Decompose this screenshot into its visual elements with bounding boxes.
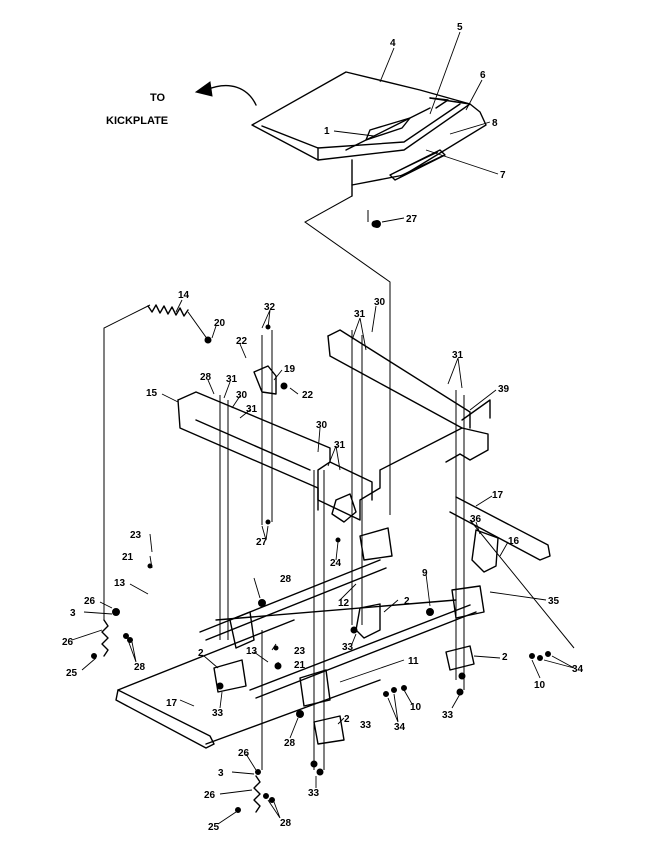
callout-36: 36 xyxy=(470,514,482,525)
callout-26-b: 26 xyxy=(62,637,74,648)
brackets xyxy=(214,528,498,744)
callout-31-e: 31 xyxy=(334,440,346,451)
callout-22-a: 22 xyxy=(236,336,248,347)
middle-frame xyxy=(178,330,490,522)
callout-3-b: 3 xyxy=(218,768,224,779)
callout-15: 15 xyxy=(146,388,158,399)
kickplate-arrow xyxy=(196,82,256,105)
callout-2-c: 2 xyxy=(502,652,508,663)
callout-3-a: 3 xyxy=(70,608,76,619)
callout-5: 5 xyxy=(457,22,463,33)
callout-13-b: 13 xyxy=(246,646,258,657)
callout-10-b: 10 xyxy=(410,702,422,713)
callout-9: 9 xyxy=(422,568,428,579)
callout-31-d: 31 xyxy=(246,404,258,415)
note-kickplate-label: KICKPLATE xyxy=(106,115,168,127)
callout-19: 19 xyxy=(284,364,296,375)
callout-24: 24 xyxy=(330,558,342,569)
shafts xyxy=(200,560,476,698)
note-to-label: TO xyxy=(150,92,166,104)
callout-12: 12 xyxy=(338,598,350,609)
callout-16: 16 xyxy=(508,536,520,547)
callout-28-a: 28 xyxy=(200,372,212,383)
callout-32: 32 xyxy=(264,302,276,313)
callout-27-top: 27 xyxy=(406,214,418,225)
callout-26-c: 26 xyxy=(238,748,250,759)
callout-7: 7 xyxy=(500,170,506,181)
callout-25-b: 25 xyxy=(208,822,220,833)
callout-33-c: 33 xyxy=(442,710,454,721)
callout-28-d: 28 xyxy=(284,738,296,749)
callout-31-a: 31 xyxy=(354,309,366,320)
callout-21-b: 21 xyxy=(294,660,306,671)
callout-13-a: 13 xyxy=(114,578,126,589)
callout-2-a: 2 xyxy=(404,596,410,607)
callout-28-b: 28 xyxy=(280,574,292,585)
callout-10-a: 10 xyxy=(534,680,546,691)
callout-33-b: 33 xyxy=(212,708,224,719)
washer-20 xyxy=(205,337,211,343)
callout-35: 35 xyxy=(548,596,560,607)
callout-20: 20 xyxy=(214,318,226,329)
callout-17-b: 17 xyxy=(166,698,178,709)
connector-lines xyxy=(104,196,574,770)
callout-21-a: 21 xyxy=(122,552,134,563)
callout-28-e: 28 xyxy=(280,818,292,829)
callout-34-b: 34 xyxy=(394,722,406,733)
callout-31-b: 31 xyxy=(452,350,464,361)
callout-1: 1 xyxy=(324,126,330,137)
callout-23-a: 23 xyxy=(130,530,142,541)
callout-11: 11 xyxy=(408,656,419,667)
callout-26-a: 26 xyxy=(84,596,96,607)
callout-33-e: 33 xyxy=(360,720,372,731)
callout-14: 14 xyxy=(178,290,190,301)
callout-25-a: 25 xyxy=(66,668,78,679)
callout-2-b: 2 xyxy=(198,648,204,659)
lower-frame-17 xyxy=(116,497,550,748)
springs-26 xyxy=(102,620,260,812)
spring-14 xyxy=(148,305,208,340)
callout-22-b: 22 xyxy=(302,390,314,401)
callout-4: 4 xyxy=(390,38,396,49)
callout-31-c: 31 xyxy=(226,374,238,385)
callout-30-b: 30 xyxy=(236,390,248,401)
callout-6: 6 xyxy=(480,70,486,81)
callout-30-a: 30 xyxy=(374,297,386,308)
callout-27-mid: 27 xyxy=(256,537,268,548)
callout-30-c: 30 xyxy=(316,420,328,431)
callout-8: 8 xyxy=(492,118,498,129)
callout-23-b: 23 xyxy=(294,646,306,657)
callout-34-a: 34 xyxy=(572,664,584,675)
callout-33-d: 33 xyxy=(308,788,320,799)
callout-28-c: 28 xyxy=(134,662,146,673)
callout-17-a: 17 xyxy=(492,490,504,501)
vertical-rods xyxy=(220,330,464,770)
callout-39: 39 xyxy=(498,384,510,395)
callout-33-a: 33 xyxy=(342,642,354,653)
callout-26-d: 26 xyxy=(204,790,216,801)
callout-2-d: 2 xyxy=(344,714,350,725)
callout-labels: 4 5 6 1 8 7 27 14 20 22 32 19 22 30 31 3… xyxy=(62,22,584,833)
